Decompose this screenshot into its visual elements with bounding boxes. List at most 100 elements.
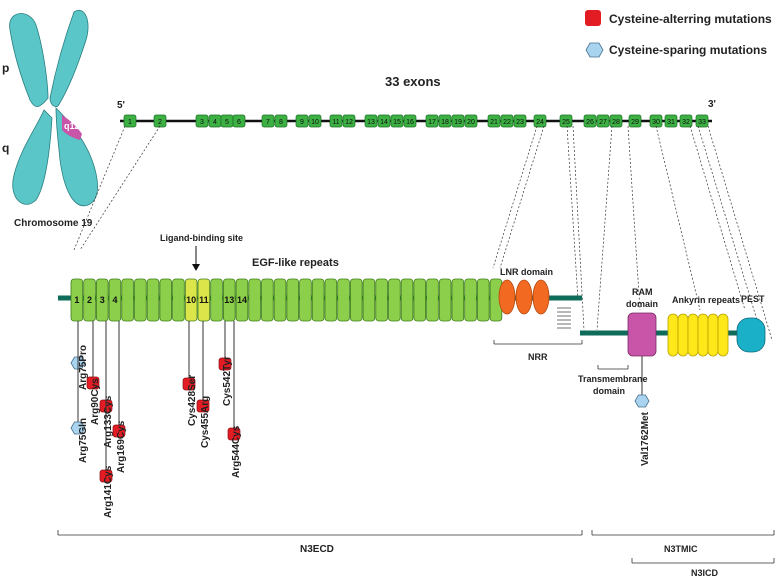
pest-domain — [736, 317, 766, 353]
egf-repeat — [337, 278, 350, 322]
mutation-label: Arg75Pro — [78, 345, 89, 390]
cysteine-sparing-hexagon-icon — [70, 421, 86, 435]
connector-exon-29 — [627, 125, 641, 311]
egf-repeat-number: 14 — [237, 295, 247, 305]
exon-33 — [695, 114, 709, 128]
exon-3 — [195, 114, 209, 128]
mutation-label: Cys455Arg — [200, 396, 211, 448]
egf-repeat — [311, 278, 325, 322]
connector-exon-24a — [492, 125, 538, 269]
egf-repeat-number: 4 — [112, 295, 117, 305]
ankyrin-repeat — [677, 313, 689, 357]
egf-repeat — [299, 278, 312, 322]
egf-repeat — [349, 278, 363, 322]
exon-20 — [464, 114, 478, 128]
exon-label: 31 — [667, 119, 675, 126]
exon-label: 32 — [682, 119, 690, 126]
egf-repeat — [121, 278, 134, 322]
legend: Cysteine-alterring mutations Cysteine-sp… — [585, 10, 772, 58]
mutation-label: Arg75Gln — [78, 418, 89, 463]
cysteine-altering-square-icon — [196, 399, 210, 413]
mutation-label: Arg133Cys — [103, 395, 114, 448]
lnr-repeat-2 — [515, 279, 533, 315]
egf-repeat — [210, 278, 223, 322]
egf-repeat-number: 11 — [199, 295, 209, 305]
ankyrin-repeat — [687, 313, 699, 357]
cysteine-altering-square-icon — [182, 377, 196, 391]
egf-repeat-number: 10 — [186, 295, 196, 305]
connector-exon-24b — [499, 125, 545, 269]
exon-map-title: 33 exons — [385, 74, 441, 89]
exon-label: 18 — [441, 119, 449, 126]
exon-label: 10 — [311, 119, 319, 126]
nrr-label: NRR — [528, 352, 548, 362]
exon-label: 2 — [158, 119, 162, 126]
egf-repeat-number: 1 — [74, 295, 79, 305]
exon-label: 9 — [300, 119, 304, 126]
egf-repeat — [413, 278, 426, 322]
lnr-repeat-3 — [532, 279, 550, 315]
exon-label: 1 — [128, 119, 132, 126]
exon-protein-connectors — [73, 125, 773, 341]
exon-16 — [403, 114, 417, 128]
exon-label: 25 — [562, 119, 570, 126]
exon-11 — [329, 114, 343, 128]
exon-label: 33 — [698, 119, 706, 126]
cysteine-altering-square-icon — [86, 376, 100, 390]
transmembrane-label-line1: Transmembrane — [578, 374, 648, 384]
exon-label: 20 — [467, 119, 475, 126]
ankyrin-repeat — [707, 313, 719, 357]
mutation-label: Val1762Met — [640, 411, 651, 466]
hd-stripes — [557, 307, 571, 329]
egf-repeat — [235, 278, 249, 322]
egf-repeat — [184, 278, 198, 322]
exon-label: 29 — [631, 119, 639, 126]
ram-label-line2: domain — [626, 299, 658, 309]
ankyrin-repeat — [717, 313, 729, 357]
mutation-label: Cys542Tyr — [222, 356, 233, 406]
exon-18 — [438, 114, 452, 128]
ankyrin-label: Ankyrin repeats — [672, 295, 740, 305]
exon-2 — [153, 114, 167, 128]
egf-repeat — [451, 278, 465, 322]
exon-32 — [679, 114, 693, 128]
p-arm-label: p — [2, 61, 9, 75]
exon-label: 3 — [200, 119, 204, 126]
egf-repeat — [197, 278, 211, 322]
lnr-domain-label: LNR domain — [500, 267, 553, 277]
exon-label: 17 — [428, 119, 436, 126]
exon-label: 28 — [612, 119, 620, 126]
connector-exon-33b — [707, 125, 773, 341]
cysteine-altering-square-icon — [112, 424, 126, 438]
exon-13 — [364, 114, 378, 128]
exon-10 — [308, 114, 322, 128]
exon-22 — [500, 114, 514, 128]
exon-label: 6 — [237, 119, 241, 126]
q-arm-label: q — [2, 141, 9, 155]
cysteine-altering-square-icon — [227, 427, 241, 441]
chromosome-19: q12 p q Chromosome 19 — [2, 9, 98, 229]
egf-repeat — [222, 278, 236, 322]
egf-repeat — [134, 278, 147, 322]
exon-label: 26 — [586, 119, 594, 126]
egf-repeat — [375, 278, 388, 322]
exon-19 — [451, 114, 465, 128]
egf-repeat — [159, 278, 172, 322]
egf-repeats-title: EGF-like repeats — [252, 257, 339, 269]
egf-repeat — [426, 278, 439, 322]
three-prime-label: 3' — [708, 99, 716, 110]
chromosome-upper-arm-left — [9, 13, 49, 107]
exon-6 — [232, 114, 246, 128]
exon-7 — [261, 114, 275, 128]
chromosome-band-q12 — [62, 115, 82, 140]
region-brackets: N3ECD N3TMIC N3ICD — [57, 530, 775, 578]
n3tmic-label: N3TMIC — [664, 544, 698, 554]
exon-8 — [274, 114, 288, 128]
chromosome-upper-arm-right — [49, 9, 89, 107]
egf-repeat — [273, 278, 287, 322]
exon-21 — [487, 114, 501, 128]
exon-label: 16 — [406, 119, 414, 126]
